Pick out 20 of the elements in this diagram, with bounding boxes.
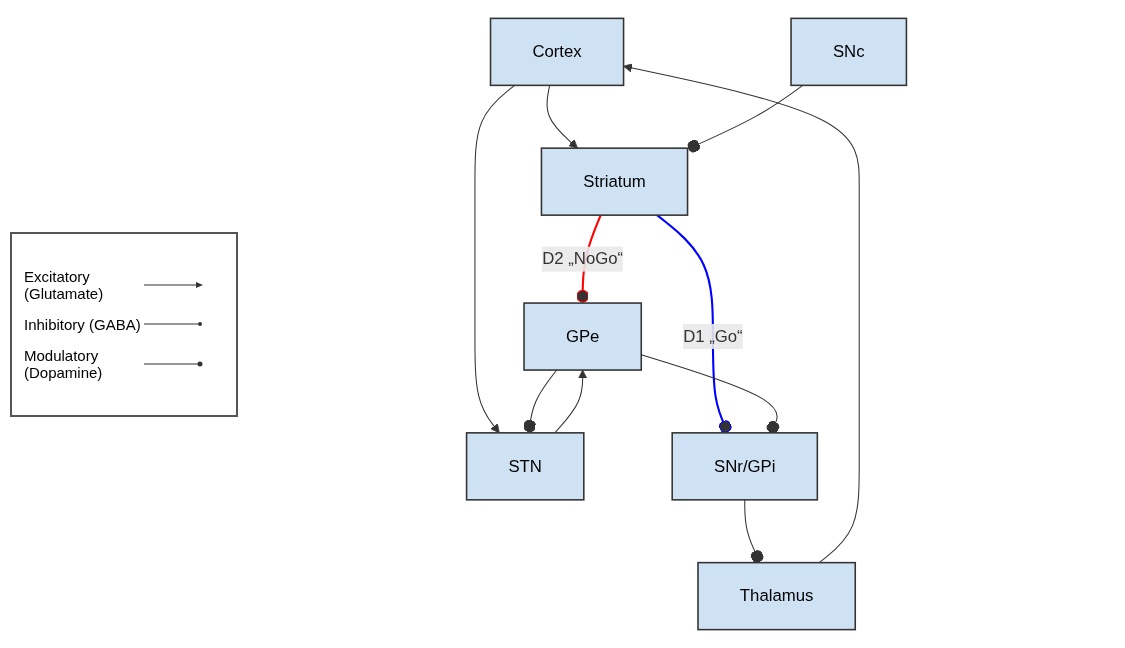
legend-text: Modulatory (Dopamine) xyxy=(24,346,104,381)
connector xyxy=(687,84,804,153)
connector xyxy=(744,499,764,564)
legend-text: Inhibitory (GABA) xyxy=(24,315,142,333)
arrow xyxy=(546,84,578,149)
connector xyxy=(523,369,558,434)
node-box: GPe xyxy=(523,302,643,371)
node-box: SNr/GPi xyxy=(671,432,819,501)
connector xyxy=(656,214,732,434)
node-box: Striatum xyxy=(540,147,689,216)
arrow xyxy=(554,369,588,434)
node-box: Cortex xyxy=(489,17,625,87)
node-box: STN xyxy=(465,432,585,501)
edge-label: D1 „Go“ xyxy=(683,327,743,345)
node-box: Thalamus xyxy=(697,561,857,631)
legend-text: Excitatory (Glutamate) xyxy=(24,267,105,302)
edge-label: D2 „NoGo“ xyxy=(542,249,624,268)
arrow xyxy=(623,63,860,564)
node-box: SNc xyxy=(790,17,908,87)
arrow xyxy=(474,84,516,434)
